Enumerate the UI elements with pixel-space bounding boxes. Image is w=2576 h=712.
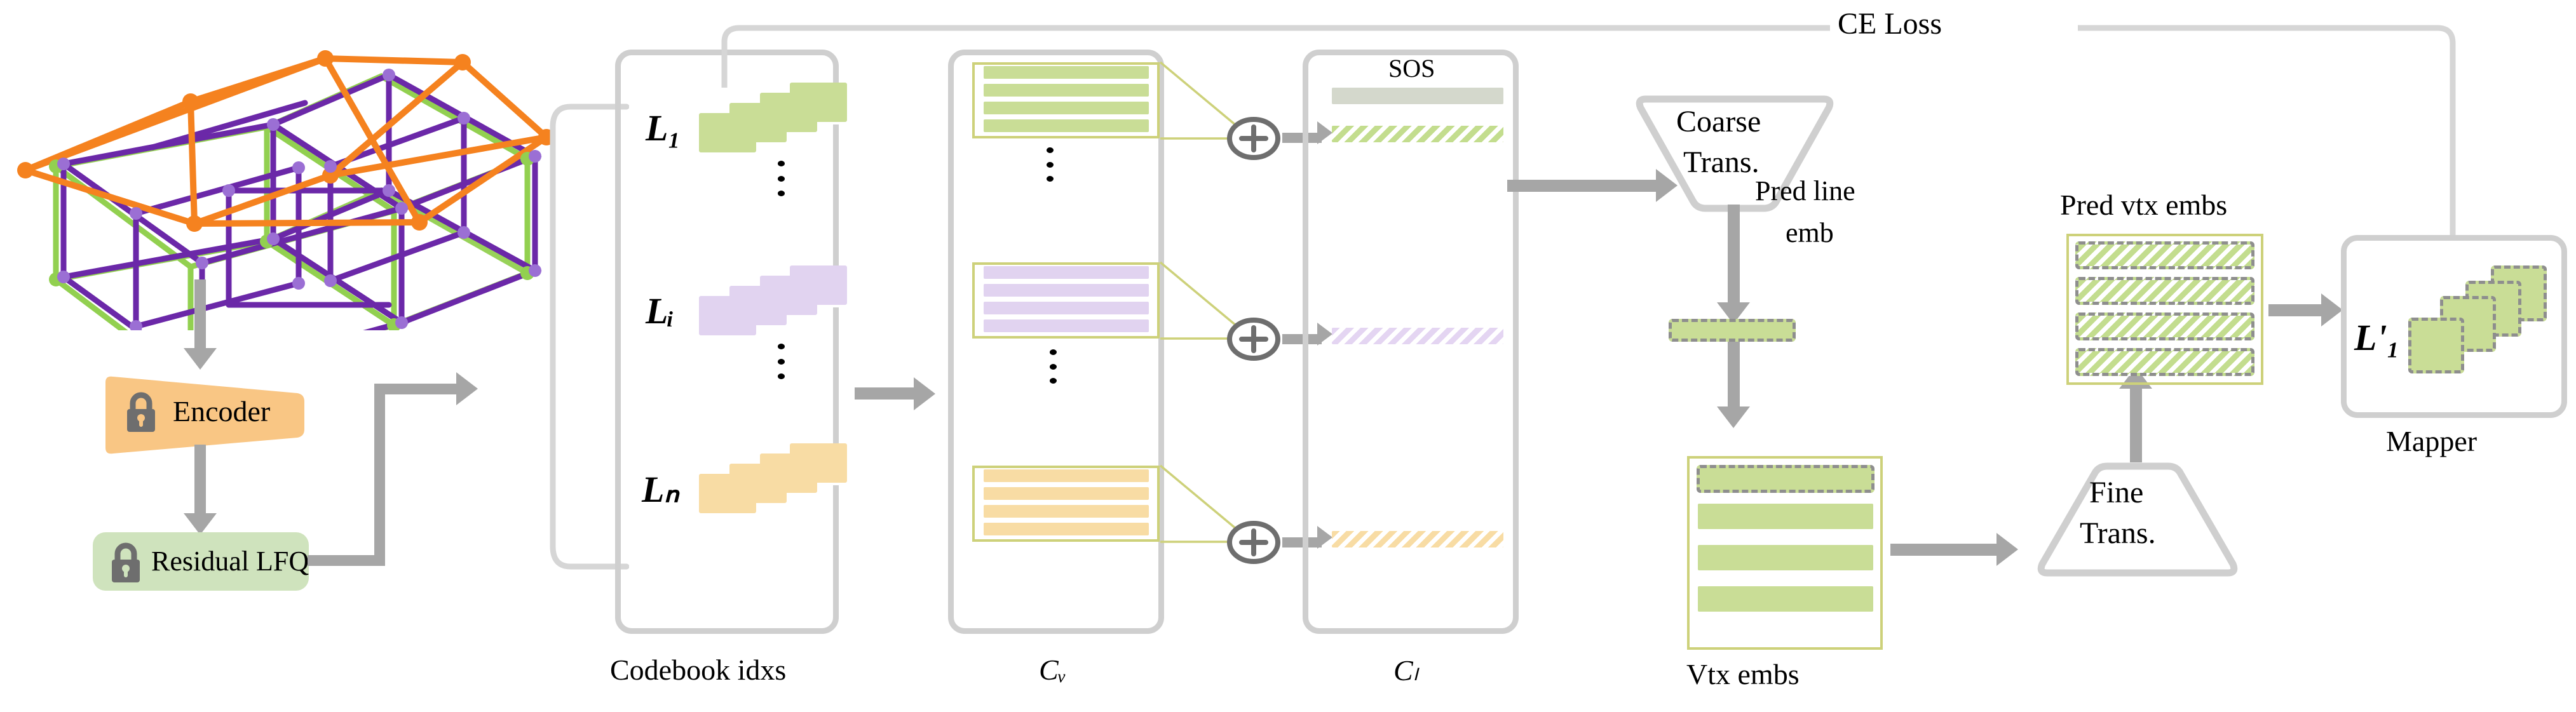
cv-bar (984, 469, 1149, 482)
arrow-plus-to-cl-purple-head (1317, 323, 1332, 346)
pred-line-emb-card (1669, 319, 1796, 342)
arrow-cl-to-coarse-head (1656, 169, 1678, 202)
coarse-trans-label-line1: Coarse (1676, 105, 1761, 138)
coarse-trans-shape (1636, 95, 1834, 212)
arrow-predvtx-to-mapper-shaft (2268, 304, 2327, 316)
mapper-box (2341, 235, 2567, 418)
vtx-embs-box (1687, 456, 1883, 650)
mapper-card (2408, 318, 2464, 373)
codebook-card (699, 296, 756, 335)
arrow-predvtx-to-mapper-head (2321, 293, 2343, 326)
arrow-encoder-to-lfq-shaft (194, 445, 206, 516)
codebook-input-bracket (550, 104, 629, 570)
arrow-cl-to-coarse-shaft (1507, 180, 1660, 192)
arrow-encoder-to-lfq-head (184, 513, 217, 535)
arrow-fine-to-predvtx-shaft (2130, 381, 2142, 462)
cl-box (1303, 50, 1519, 634)
sos-label: SOS (1388, 54, 1435, 83)
cv-ellipsis (1048, 349, 1057, 384)
plus-operator-orange[interactable] (1226, 520, 1281, 565)
pred-vtx-embs-box (2066, 234, 2263, 385)
vtx-embs-caption: Vtx embs (1686, 658, 1800, 690)
plus-operator-purple[interactable] (1226, 316, 1281, 362)
mesh-wireframe (17, 50, 555, 330)
fine-trans-label-line2: Trans. (2080, 516, 2156, 550)
pred-vtx-embs-row (2075, 348, 2254, 376)
arrow-codebook-to-cv-shaft (855, 387, 918, 400)
pred-line-emb-label-1: Pred line (1755, 175, 1855, 206)
arrow-plus-to-cl-orange-head (1317, 526, 1332, 549)
codebook-caption: Codebook idxs (610, 654, 787, 686)
cv-bar (984, 66, 1149, 79)
cv-block-purple (972, 262, 1160, 339)
pred-line-emb-label-2: emb (1786, 217, 1834, 248)
arrow-codebook-to-cv-head (914, 377, 935, 410)
cv-bar (984, 487, 1149, 500)
residual-lfq-label: Residual LFQ (151, 546, 309, 577)
arrow-predline-to-vtxembs-head (1717, 406, 1750, 428)
cl-sos-bar (1332, 88, 1503, 104)
cv-caption: Cᵥ (1039, 654, 1067, 686)
arrow-lfq-to-codebook-v (374, 384, 385, 566)
arrow-mesh-to-encoder-head (184, 348, 217, 370)
codebook-row-label-l1: L₁ (646, 107, 681, 149)
arrow-plus-to-cl-green (1282, 133, 1322, 143)
encoder-label: Encoder (173, 395, 271, 427)
codebook-row-label-li: Lᵢ (646, 290, 675, 332)
cv-ellipsis (1045, 147, 1054, 182)
arrow-plus-to-cl-green-head (1317, 121, 1332, 144)
vtx-embs-row (1698, 545, 1873, 570)
mapper-caption: Mapper (2386, 425, 2478, 457)
cv-bar (984, 284, 1149, 297)
lock-icon (112, 542, 140, 582)
arrow-lfq-to-codebook-head (456, 372, 478, 405)
cv-bar (984, 84, 1149, 97)
cv-block-orange (972, 466, 1160, 542)
ce-loss-label: CE Loss (1838, 7, 1942, 41)
arrow-mesh-to-encoder-shaft (194, 279, 206, 349)
mapper-inner-label: L'₁ (2354, 317, 2400, 358)
codebook-ellipsis (776, 344, 785, 379)
codebook-ellipsis (776, 161, 785, 196)
cl-row-orange (1332, 531, 1503, 547)
cv-bar (984, 319, 1149, 332)
arrow-plus-to-cl-purple (1282, 334, 1322, 344)
cv-bar (984, 119, 1149, 132)
cv-block-green (972, 62, 1160, 138)
arrow-lfq-to-codebook-h1 (308, 555, 385, 566)
pred-vtx-embs-row (2075, 241, 2254, 269)
arrow-coarse-to-predline-shaft (1728, 205, 1740, 307)
cv-bar (984, 102, 1149, 114)
codebook-row-label-ln: Lₙ (642, 469, 679, 510)
plus-operator-green[interactable] (1226, 116, 1281, 161)
cv-box (948, 50, 1164, 634)
cv-bar (984, 523, 1149, 535)
cl-caption: Cₗ (1393, 654, 1418, 687)
arrow-plus-to-cl-orange (1282, 537, 1322, 547)
vtx-embs-row-dashed (1697, 465, 1874, 493)
arrow-lfq-to-codebook-h2 (374, 384, 458, 394)
codebook-card (699, 113, 756, 152)
pred-vtx-embs-caption: Pred vtx embs (2060, 189, 2228, 221)
cl-row-green (1332, 126, 1503, 142)
encoder-shape (105, 376, 304, 454)
arrow-vtxembs-to-fine-head (1996, 533, 2018, 566)
ce-loss-path (721, 25, 2456, 235)
arrow-vtxembs-to-fine-shaft (1890, 544, 2002, 556)
lock-icon (127, 392, 155, 432)
codebook-card (699, 474, 756, 513)
pred-vtx-embs-row (2075, 277, 2254, 305)
arrow-predline-to-vtxembs-shaft (1728, 342, 1740, 412)
vtx-embs-row (1698, 586, 1873, 612)
cv-bar (984, 302, 1149, 314)
cv-bar (984, 266, 1149, 279)
coarse-trans-label-line2: Trans. (1683, 145, 1759, 179)
cl-row-purple (1332, 328, 1503, 344)
vtx-embs-row (1698, 504, 1873, 529)
cv-bar (984, 505, 1149, 518)
fine-trans-shape (2037, 462, 2238, 577)
pred-vtx-embs-row (2075, 312, 2254, 340)
fine-trans-label-line1: Fine (2089, 476, 2144, 509)
